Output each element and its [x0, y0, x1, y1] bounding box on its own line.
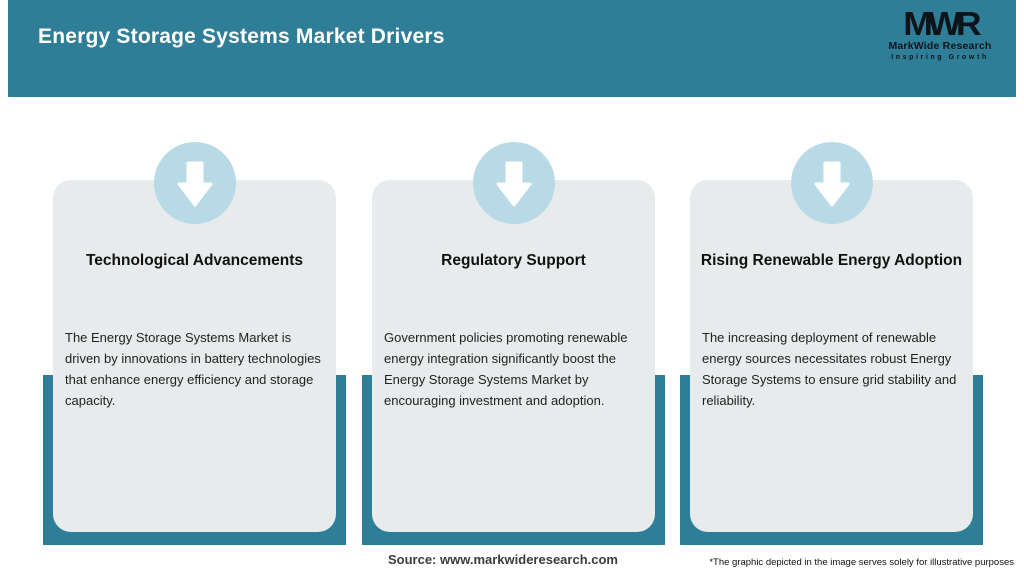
card-title: Technological Advancements	[85, 252, 304, 269]
header-bar: Energy Storage Systems Market Drivers MW…	[8, 0, 1016, 97]
disclaimer-text: *The graphic depicted in the image serve…	[709, 557, 1014, 568]
arrow-down-icon	[472, 142, 555, 224]
driver-card-regulatory-support: Regulatory Support Government policies p…	[362, 0, 665, 576]
card-title: Rising Renewable Energy Adoption	[700, 252, 963, 269]
arrow-down-icon	[790, 142, 873, 224]
page-title: Energy Storage Systems Market Drivers	[38, 25, 445, 48]
brand-logo: MWR MarkWide Research Inspiring Growth	[878, 7, 1002, 61]
card-surface	[690, 180, 973, 532]
card-title: Regulatory Support	[441, 252, 586, 269]
driver-card-technological-advancements: Technological Advancements The Energy St…	[43, 0, 346, 576]
driver-card-rising-renewable-energy-adoption: Rising Renewable Energy Adoption The inc…	[680, 0, 983, 576]
card-surface	[372, 180, 655, 532]
card-surface	[53, 180, 336, 532]
card-description: The Energy Storage Systems Market is dri…	[65, 330, 321, 408]
source-text: Source: www.markwideresearch.com	[387, 552, 618, 567]
logo-monogram: MWR	[903, 5, 982, 42]
card-description: The increasing deployment of renewable e…	[702, 330, 957, 408]
logo-tagline: Inspiring Growth	[891, 54, 989, 61]
logo-name: MarkWide Research	[888, 40, 992, 52]
card-description: Government policies promoting renewable …	[384, 330, 628, 408]
arrow-down-icon	[153, 142, 236, 224]
